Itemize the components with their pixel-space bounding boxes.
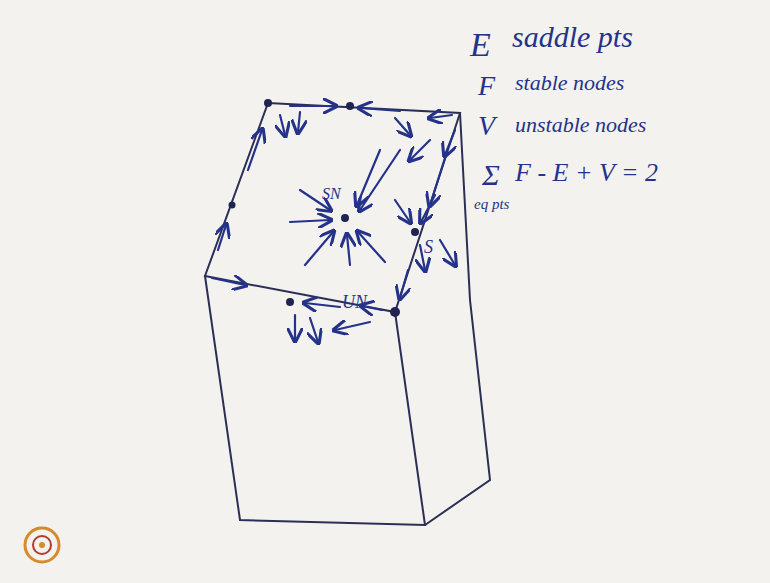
note-text: stable nodes xyxy=(515,72,624,94)
point-label: S xyxy=(424,238,433,256)
note-text: eq pts xyxy=(474,197,509,212)
variable-letter: F xyxy=(478,72,495,100)
variable-letter: E xyxy=(470,28,491,62)
sum-symbol: Σ xyxy=(482,160,500,190)
note-text: unstable nodes xyxy=(515,114,646,136)
logo xyxy=(25,528,59,562)
variable-letter: V xyxy=(478,112,495,140)
formula-text: F - E + V = 2 xyxy=(515,160,658,186)
point-label: UN xyxy=(342,293,367,311)
note-text: saddle pts xyxy=(512,22,633,52)
point-label: SN xyxy=(322,186,341,202)
